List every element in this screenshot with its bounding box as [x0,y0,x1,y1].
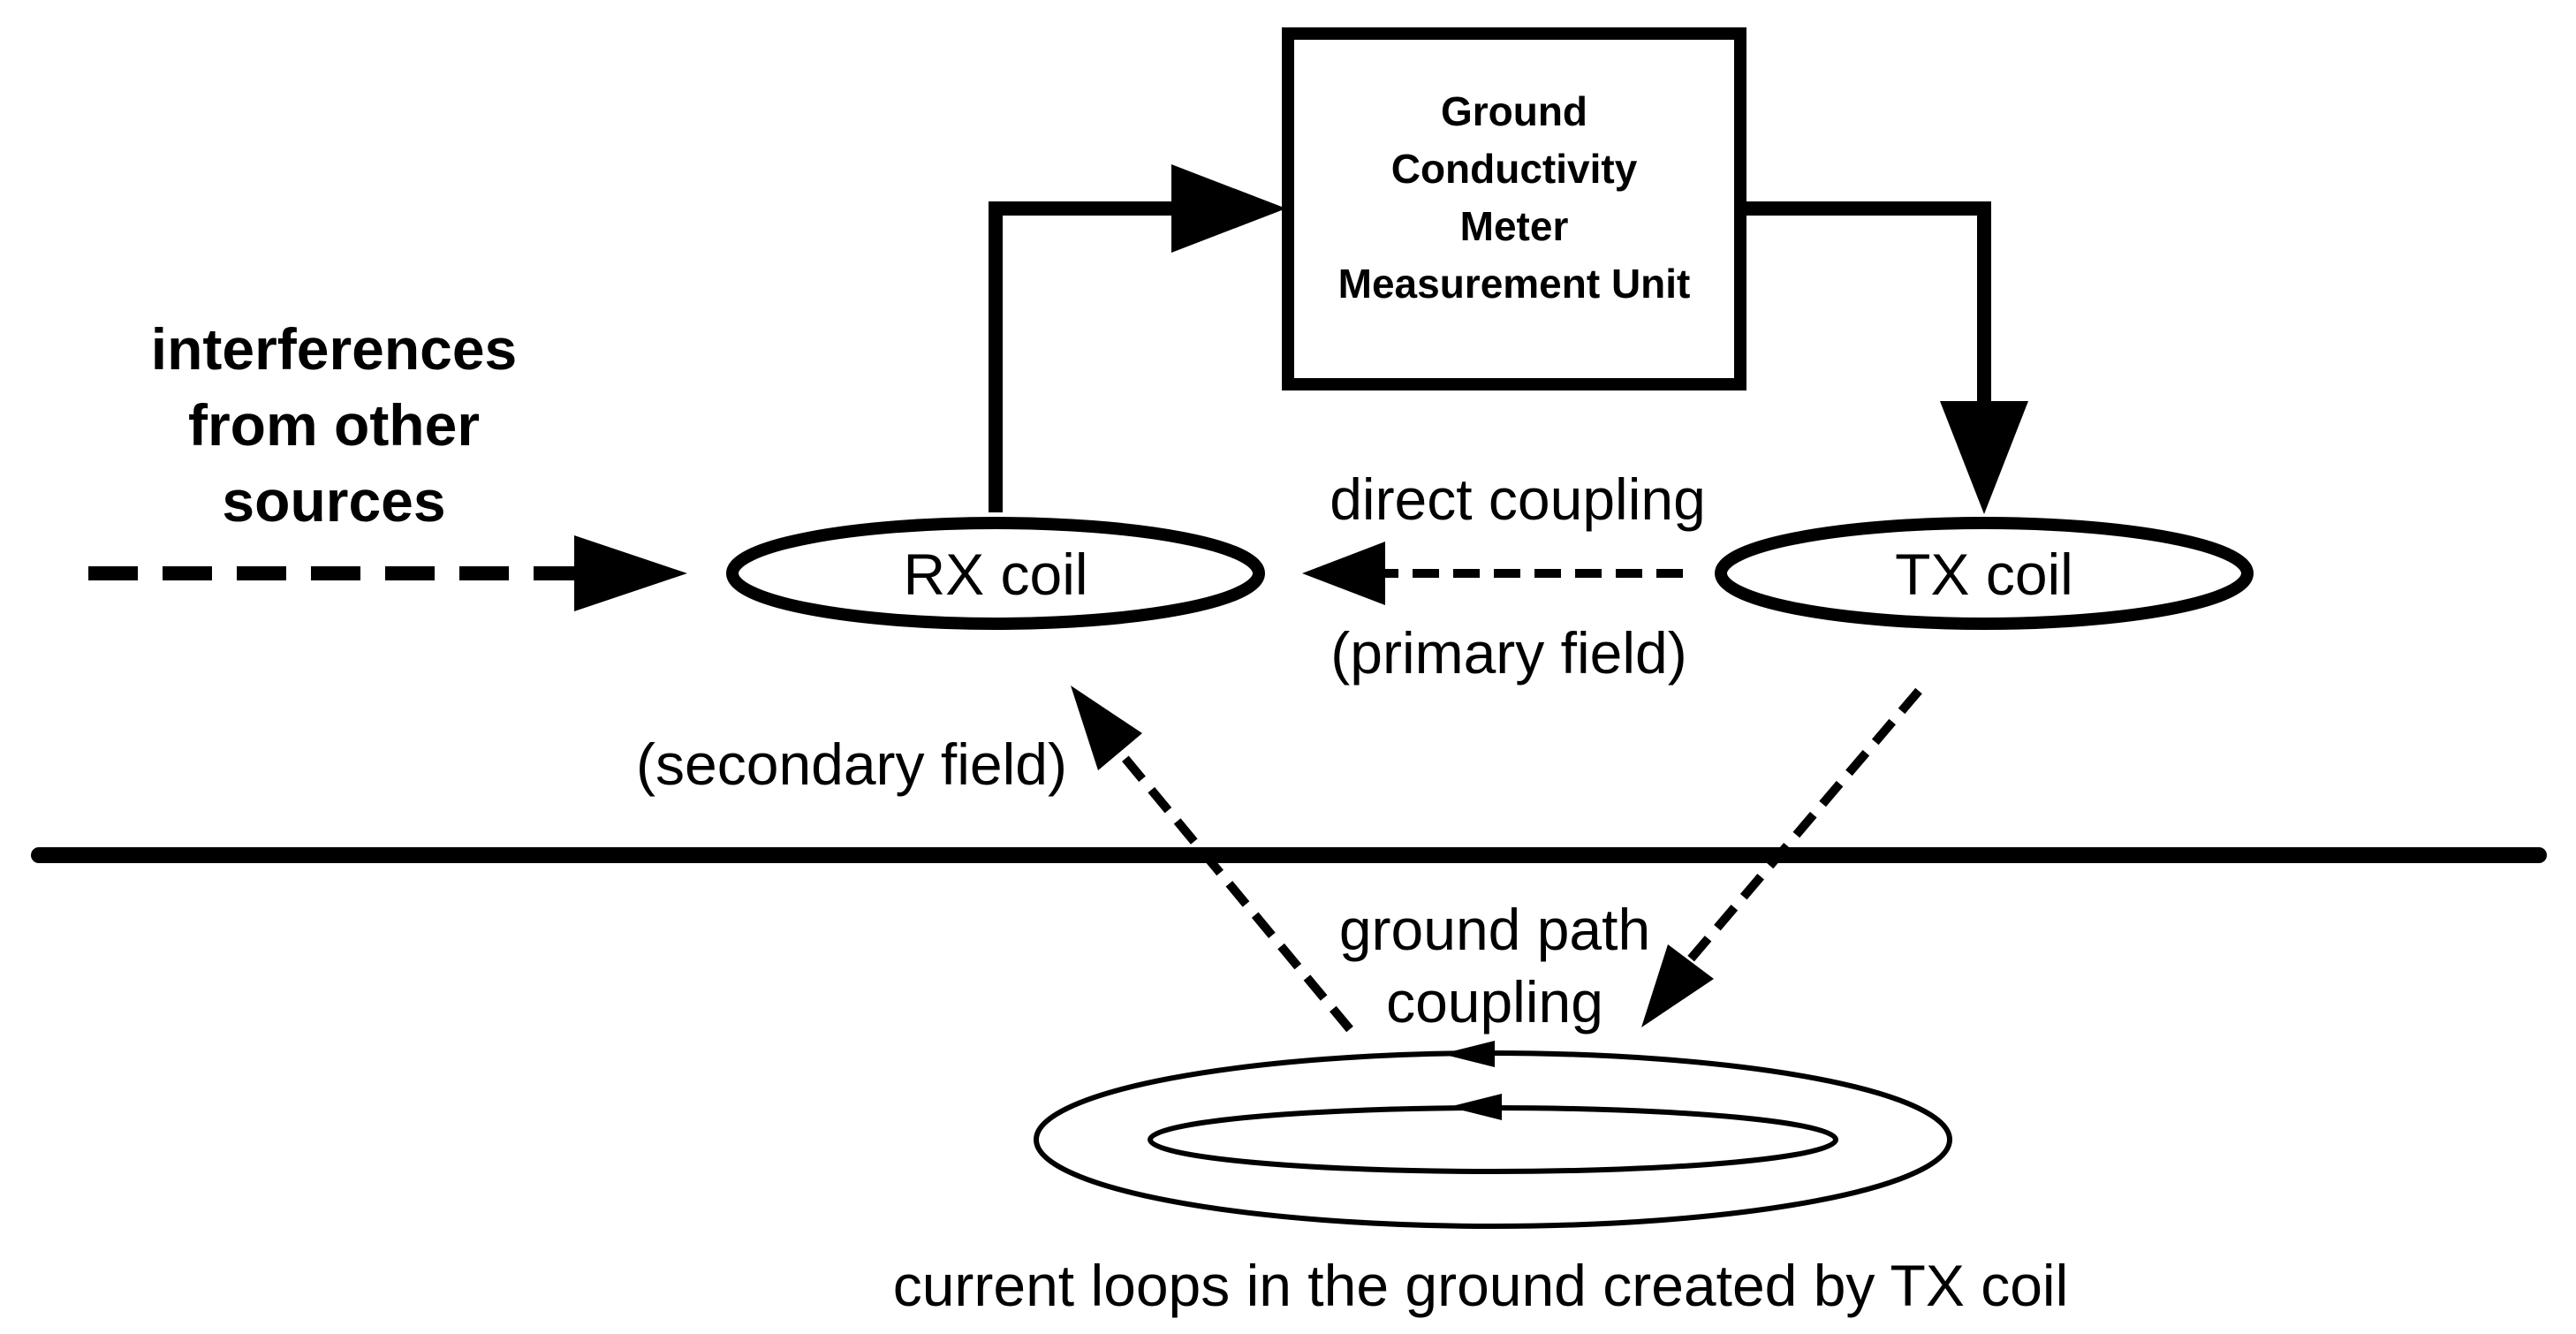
interference-line-1: interferences [151,316,518,382]
measurement-unit-frame [1282,27,1746,390]
measurement-unit-line-2: Conductivity [1391,146,1638,192]
interference-arrow [88,535,687,611]
secondary-field-arrow [1071,686,1353,1033]
inner-loop-arrowhead [1449,1094,1502,1120]
rx-coil: RX coil [726,517,1265,630]
outer-current-loop [1034,1050,1952,1229]
unit-to-tx-arrow [1740,201,2028,514]
ground-path-arrow [1641,687,1922,1027]
ground-path-line-1: ground path [1339,897,1650,962]
rx-coil-label: RX coil [903,542,1087,607]
interference-line-3: sources [222,468,445,534]
secondary-field-label: (secondary field) [636,731,1067,797]
measurement-unit-box: Ground Conductivity Meter Measurement Un… [1282,27,1746,390]
ground-path-line-2: coupling [1386,969,1603,1035]
rx-coil-shape [726,517,1265,630]
primary-field-label: (primary field) [1330,620,1686,686]
measurement-unit-line-4: Measurement Unit [1338,261,1691,307]
current-loops-label: current loops in the ground created by T… [893,1253,2069,1318]
interference-line-2: from other [188,392,480,458]
outer-loop-arrowhead [1442,1041,1495,1067]
tx-coil-label: TX coil [1895,542,2073,607]
tx-coil-shape [1715,517,2254,630]
tx-coil: TX coil [1715,517,2254,630]
measurement-unit-line-3: Meter [1460,203,1569,249]
measurement-unit-line-1: Ground [1441,88,1587,134]
direct-coupling-label: direct coupling [1330,466,1706,532]
rx-to-unit-arrow [989,164,1286,512]
interference-label: interferences from other sources [151,316,518,534]
direct-coupling-arrow [1302,542,1683,605]
current-loops [1034,1041,1952,1229]
